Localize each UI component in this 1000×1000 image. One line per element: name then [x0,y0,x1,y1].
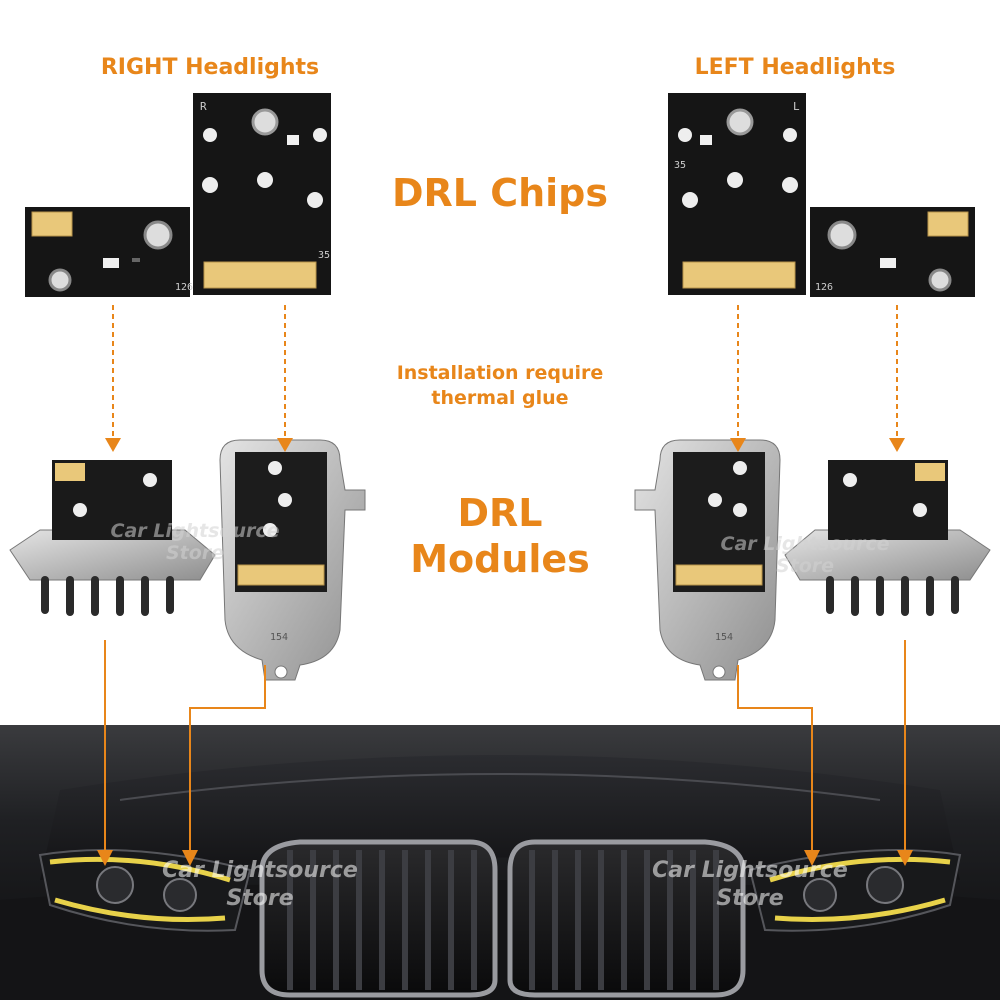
headlight-left-side [748,849,962,932]
install-note-line2: thermal glue [431,387,569,409]
watermark-module-left: Car Lightsource Store [690,533,920,577]
drl-chips-title: DRL Chips [391,171,609,215]
car-bumper [0,880,1000,1000]
watermark-car-left: Car Lightsource Store [620,857,880,913]
headlight-right-side [38,849,252,932]
right-large-pcb-code: 35 [318,250,330,261]
right-headlights-title: RIGHT Headlights [100,55,320,80]
watermark-line1: Car Lightsource [720,533,890,555]
kidney-grille-left [259,839,498,998]
right-small-module [9,460,216,616]
watermark-line1: Car Lightsource [162,858,358,883]
left-large-module: 154 [634,439,781,681]
right-small-pcb: 126 [25,207,193,297]
drl-modules-title-line1: DRL [457,491,543,535]
dashed-arrowheads [105,438,905,452]
watermark-line1: Car Lightsource [110,520,280,542]
left-large-pcb-letter: L [793,100,800,113]
solid-connectors [104,640,906,855]
watermark-car-right: Car Lightsource Store [130,857,390,913]
left-small-pcb: 126 [810,207,975,297]
solid-arrowheads [97,850,913,866]
left-headlights-title: LEFT Headlights [694,55,896,80]
dashed-arrows [112,305,898,438]
install-note-line1: Installation require [396,362,604,384]
right-large-module: 154 [219,439,366,681]
watermark-line2: Store [716,886,784,911]
left-small-pcb-code: 126 [815,282,833,293]
drl-modules-title-line2: Modules [410,537,590,581]
watermark-module-right: Car Lightsource Store [80,520,310,564]
watermark-line2: Store [165,542,225,564]
left-large-pcb-code: 35 [674,160,686,171]
watermark-line2: Store [775,555,835,577]
left-large-pcb: L 35 [668,93,806,295]
right-module-code: 154 [270,632,288,643]
watermark-line1: Car Lightsource [652,858,848,883]
right-small-pcb-code: 126 [175,282,193,293]
watermark-line2: Store [226,886,294,911]
right-large-pcb: R 35 [193,93,331,295]
left-module-code: 154 [715,632,733,643]
left-small-module [784,460,991,616]
right-large-pcb-letter: R [200,100,207,113]
